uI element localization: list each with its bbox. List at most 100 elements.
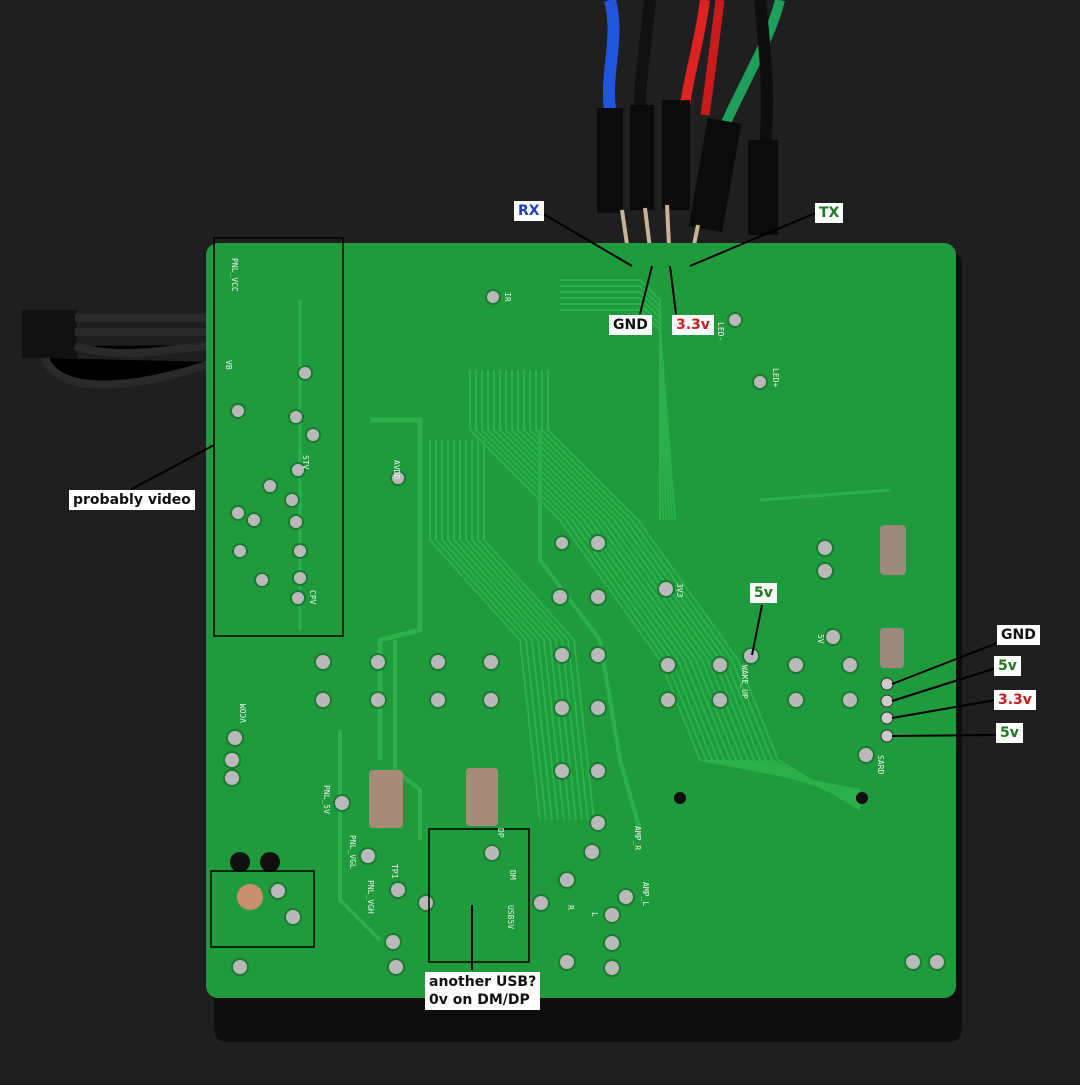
pcb-pad xyxy=(284,492,300,508)
label-usb-note: another USB? 0v on DM/DP xyxy=(425,972,541,1010)
pcb-pad xyxy=(305,427,321,443)
pcb-pad xyxy=(223,769,241,787)
pcb-pad xyxy=(589,588,607,606)
uart-trace xyxy=(560,279,661,520)
usb-box xyxy=(428,828,530,963)
pcb-pad xyxy=(389,881,407,899)
leader-tx xyxy=(689,211,819,267)
leader-5v-mid xyxy=(751,604,763,656)
mount-hole-4 xyxy=(856,792,868,804)
pcb-pad xyxy=(290,462,306,478)
signal-trace-3 xyxy=(759,488,891,502)
pcb-pad xyxy=(928,953,946,971)
leader-3v3-top xyxy=(669,265,677,315)
dupont-housing-5 xyxy=(748,140,778,235)
pcb-pad xyxy=(482,691,500,709)
bus-trace-2 xyxy=(471,440,583,821)
wire-bundle xyxy=(597,0,785,266)
bus-trace-2 xyxy=(483,440,595,821)
leader-3v3-right xyxy=(891,699,997,719)
bus-trace-2 xyxy=(429,440,541,821)
pcb-pad xyxy=(824,628,842,646)
dupont-housing-3 xyxy=(662,100,690,210)
bus-trace xyxy=(547,370,861,811)
pcb-pad xyxy=(429,653,447,671)
pcb-pad xyxy=(246,512,262,528)
leader-gnd-top xyxy=(639,265,653,315)
pcb-board xyxy=(206,243,956,998)
bus-trace-2 xyxy=(459,440,571,821)
leader-rx xyxy=(539,211,633,267)
pcb-pad xyxy=(657,580,675,598)
silk-cpv: CPV xyxy=(308,590,317,605)
silk-tp1: TP1 xyxy=(390,864,399,879)
smd-pad-mid xyxy=(466,768,498,826)
leader-lines xyxy=(129,211,1001,970)
label-probably-video: probably video xyxy=(69,490,195,510)
label-5v-right-a: 5v xyxy=(994,656,1021,676)
leader-5v-right-b xyxy=(891,734,997,737)
pcb-pad xyxy=(429,691,447,709)
label-3v3-right: 3.3v xyxy=(994,690,1036,710)
pcb-pad xyxy=(390,470,406,486)
pcb-pad xyxy=(226,729,244,747)
pcb-pad xyxy=(553,762,571,780)
bus-trace-2 xyxy=(447,440,559,821)
label-rx: RX xyxy=(514,201,544,221)
power-trace-2 xyxy=(393,640,422,840)
dupont-housing-2 xyxy=(630,105,654,210)
silk-vb: VB xyxy=(224,360,233,370)
smd-pad-right xyxy=(880,525,906,575)
pcb-pad xyxy=(583,843,601,861)
pcb-pad xyxy=(558,953,576,971)
pcb-pad xyxy=(483,844,501,862)
signal-trace xyxy=(538,430,642,831)
uart-trace xyxy=(560,285,664,521)
silk-usb5v: USB5V xyxy=(506,905,515,929)
silk-5v: 5V xyxy=(816,634,825,644)
silk-avdd: AVDD xyxy=(392,460,401,479)
pcb-pad xyxy=(232,543,248,559)
pcb-pad xyxy=(841,656,859,674)
pcb-pad xyxy=(314,653,332,671)
left-wire-3 xyxy=(73,341,216,358)
pcb-pad xyxy=(589,646,607,664)
pcb-pad xyxy=(742,647,760,665)
dupont-housing-4 xyxy=(688,117,742,233)
silk-dp: DP xyxy=(496,828,505,838)
silk-pnl-5v: PNL_5V xyxy=(322,785,331,814)
uart-trace xyxy=(560,297,670,521)
pcb-pad xyxy=(369,653,387,671)
pcb-pad xyxy=(532,894,550,912)
pcb-pad xyxy=(787,691,805,709)
wire-blue xyxy=(602,0,620,111)
pcb-pad xyxy=(223,751,241,769)
pcb-pad xyxy=(752,374,768,390)
silk-vcom: VCOM xyxy=(239,704,248,723)
pcb-pad xyxy=(558,871,576,889)
pcb-pad xyxy=(553,699,571,717)
silk-sard: SARD xyxy=(876,755,885,774)
bus-trace xyxy=(541,370,861,809)
label-usb-note-line2: 0v on DM/DP xyxy=(429,992,530,1008)
pcb-pad xyxy=(603,934,621,952)
pcb-pad xyxy=(231,958,249,976)
pcb-pads xyxy=(223,289,946,977)
wire-black-2 xyxy=(754,0,774,146)
leader-5v-right-a xyxy=(891,667,997,702)
smd-pad-right2 xyxy=(880,628,904,668)
leader-gnd-right xyxy=(891,641,1001,685)
left-cable xyxy=(22,310,217,389)
pcb-pad xyxy=(262,478,278,494)
silk-l: L xyxy=(590,912,599,917)
big-copper-pad xyxy=(237,884,263,910)
pcb-pad xyxy=(314,691,332,709)
pcb-pad xyxy=(269,882,287,900)
bus-trace xyxy=(511,370,861,802)
pcb-pad xyxy=(230,505,246,521)
bus-trace-2 xyxy=(465,440,577,821)
pcb-pad xyxy=(589,699,607,717)
pcb-pad xyxy=(816,562,834,580)
silk-3v3: 3V3 xyxy=(675,583,684,598)
right-pin-1 xyxy=(880,677,894,691)
